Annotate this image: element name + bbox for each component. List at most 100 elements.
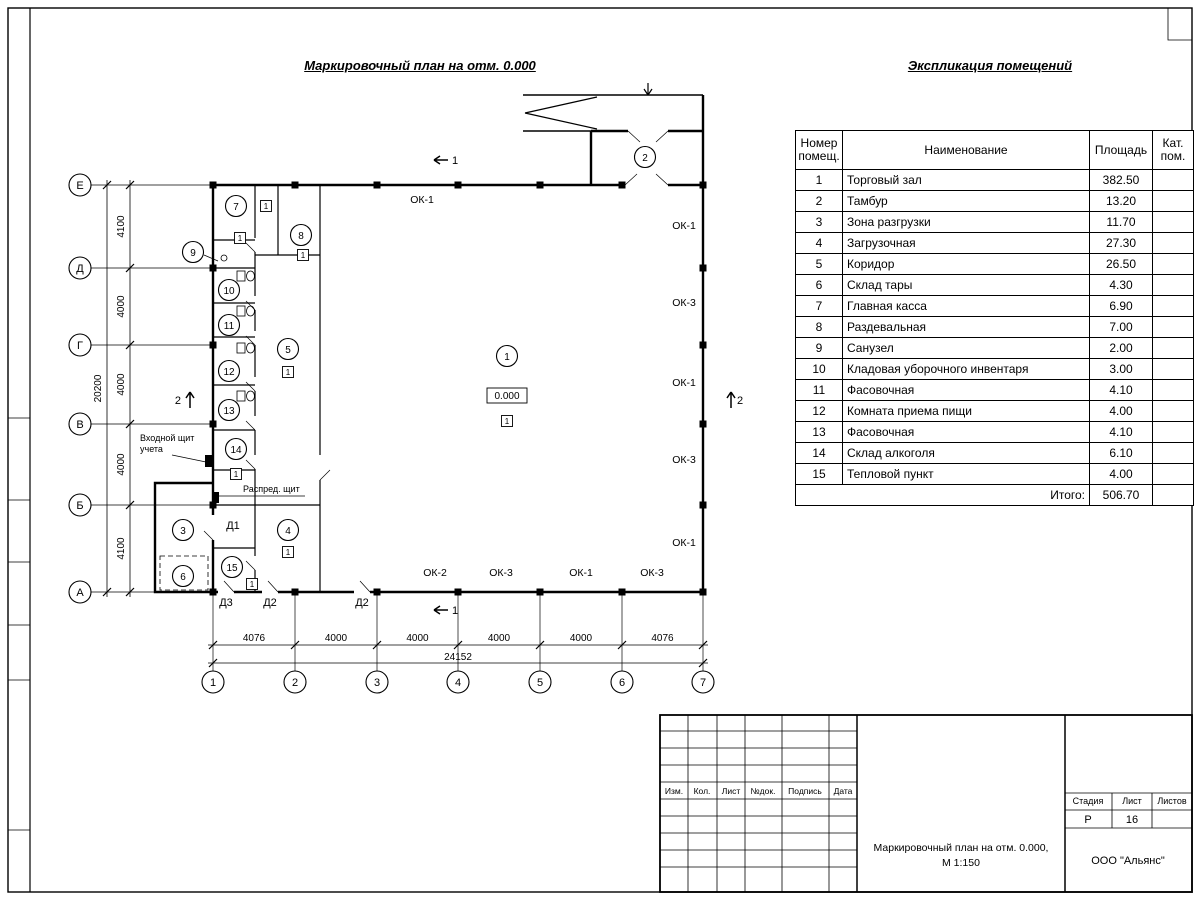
dim-text: 4000 <box>116 295 127 318</box>
column-mark <box>209 501 217 509</box>
room-number: 15 <box>226 563 238 574</box>
entry-arrow-icon <box>643 83 653 96</box>
svg-text:1: 1 <box>250 580 255 589</box>
dim-text: 4000 <box>325 633 348 644</box>
section-mark-label: 2 <box>737 395 743 407</box>
dim-tick <box>290 640 300 650</box>
schedule-cell-name: Фасовочная <box>842 421 1090 443</box>
schedule-cell-cat <box>1152 169 1194 191</box>
schedule-cell-cat <box>1152 211 1194 233</box>
stamp-col-list: Лист <box>722 786 741 796</box>
stamp-col-izm: Изм. <box>665 786 683 796</box>
dim-tick <box>535 640 545 650</box>
column-mark <box>699 181 707 189</box>
column-mark <box>373 181 381 189</box>
stamp-col-kol: Кол. <box>694 786 711 796</box>
door-label: Д3 <box>219 597 233 609</box>
title-block-border <box>659 714 1193 893</box>
axis-row-Д: Д <box>68 256 213 280</box>
finish-mark: 1 <box>260 200 272 212</box>
room-number: 11 <box>224 321 235 332</box>
schedule-total-value: 506.70 <box>1089 484 1153 506</box>
dim-text: 4100 <box>116 215 127 238</box>
axis-label: Б <box>76 500 83 512</box>
axis-col-4: 4 <box>446 592 470 694</box>
window-label: ОК-1 <box>672 377 696 389</box>
finish-mark: 1 <box>234 232 246 244</box>
stamp-company: ООО "Альянс" <box>1091 855 1165 867</box>
section-arrow-icon <box>726 391 736 408</box>
fixture-icon <box>236 270 246 282</box>
note-entry-panel-line2: учета <box>140 444 163 454</box>
schedule-cell-num: 1 <box>795 169 843 191</box>
schedule-cell-cat <box>1152 190 1194 212</box>
fixture-icon <box>246 270 255 282</box>
dim-tick <box>372 640 382 650</box>
schedule-cell-area: 382.50 <box>1089 169 1153 191</box>
room-number: 13 <box>223 406 235 417</box>
schedule-cell-cat <box>1152 316 1194 338</box>
dim-tick <box>125 180 135 190</box>
schedule-cell-num: 13 <box>795 421 843 443</box>
schedule-cell-num: 8 <box>795 316 843 338</box>
room-badge-13: 13 <box>217 398 241 422</box>
axis-label: 5 <box>537 677 543 689</box>
axis-row-Б: Б <box>68 493 213 517</box>
schedule-cell-num: 12 <box>795 400 843 422</box>
door-label: Д1 <box>226 520 240 532</box>
plan-annotations: Входной щит учета Распред. щит <box>140 254 305 503</box>
dim-text: 4000 <box>570 633 593 644</box>
schedule-cell-num: 3 <box>795 211 843 233</box>
title-block: Изм. Кол. Лист №док. Подпись Дата Маркир… <box>659 714 1193 893</box>
section-mark-label: 1 <box>452 605 458 617</box>
section-mark-label: 1 <box>452 155 458 167</box>
frame-left-stamp-boxes <box>8 417 30 831</box>
fixture-icon <box>220 254 228 262</box>
section-arrow-icon <box>433 605 448 615</box>
level-mark-box <box>486 387 528 404</box>
schedule-cell-area: 6.10 <box>1089 442 1153 464</box>
finish-mark: 1 <box>501 415 513 427</box>
axis-label: А <box>76 587 84 599</box>
dim-text: 4100 <box>116 537 127 560</box>
floor-plan-walls <box>153 83 705 594</box>
dim-tick <box>125 500 135 510</box>
column-mark <box>209 341 217 349</box>
room-badge-3: 3 <box>171 518 195 542</box>
room-number: 8 <box>298 231 304 242</box>
schedule-cell-name: Санузел <box>842 337 1090 359</box>
schedule-header-cell: Номер помещ. <box>795 130 843 170</box>
schedule-cell-area: 4.30 <box>1089 274 1153 296</box>
room-number: 3 <box>180 526 186 537</box>
room-badge-9: 9 <box>181 240 205 264</box>
fixture-icon <box>236 390 246 402</box>
level-mark: 0.000 <box>486 387 528 404</box>
dim-tick <box>125 340 135 350</box>
axis-row-Г: Г <box>68 333 213 357</box>
plumbing-fixtures <box>220 254 255 402</box>
axis-label: 3 <box>374 677 380 689</box>
schedule-cell-name: Торговый зал <box>842 169 1090 191</box>
svg-text:1: 1 <box>238 234 243 243</box>
axis-label: Е <box>76 180 83 192</box>
finish-mark: 1 <box>282 366 294 378</box>
finish-mark: 1 <box>230 468 242 480</box>
axis-label: 2 <box>292 677 298 689</box>
schedule-cell-name: Тепловой пункт <box>842 463 1090 485</box>
axis-label: 4 <box>455 677 461 689</box>
room-number: 1 <box>504 352 510 363</box>
room-badge-6: 6 <box>171 564 195 588</box>
note-entry-panel-line1: Входной щит <box>140 433 194 443</box>
schedule-cell-cat <box>1152 253 1194 275</box>
fixture-icon <box>246 305 255 317</box>
column-mark <box>291 588 299 596</box>
